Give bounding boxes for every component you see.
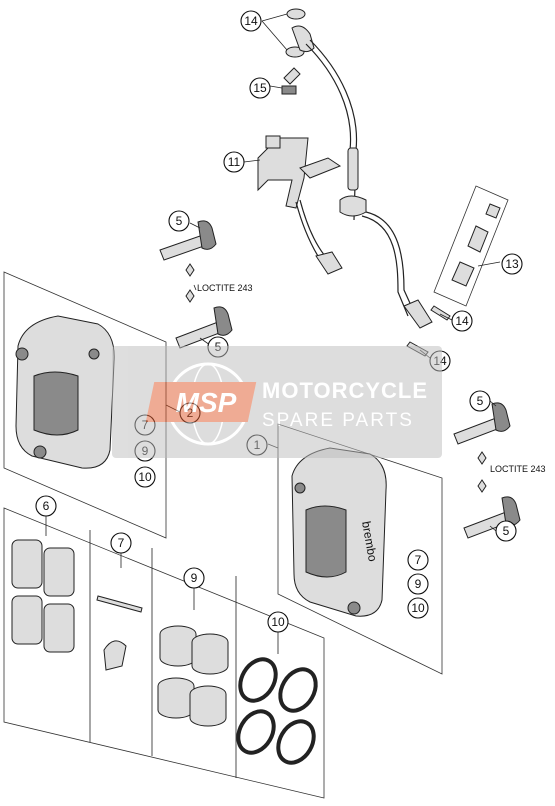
svg-text:11: 11 (228, 155, 241, 169)
caliper-bolts-right (453, 400, 521, 539)
watermark-logo-icon: MSP (145, 362, 257, 446)
callout-5-right-bottom: 5 (495, 520, 517, 542)
callout-10-box: 10 (267, 611, 289, 633)
watermark-band (112, 346, 442, 458)
svg-text:6: 6 (43, 499, 50, 513)
callout-6: 6 (35, 495, 57, 517)
spare-parts-box (3, 507, 325, 799)
callout-7-box: 7 (110, 532, 132, 554)
callout-10-right: 10 (407, 597, 429, 619)
svg-text:13: 13 (505, 257, 519, 271)
svg-text:15: 15 (253, 81, 267, 95)
loctite-note-left: LOCTITE 243 (197, 283, 253, 293)
watermark: MSP MOTORCYCLE SPARE PARTS (112, 346, 442, 458)
callout-15: 15 (249, 77, 271, 99)
svg-text:LOCTITE 243: LOCTITE 243 (490, 464, 546, 474)
svg-text:5: 5 (503, 524, 510, 538)
callout-14-top: 14 (240, 10, 262, 32)
svg-text:10: 10 (271, 615, 285, 629)
svg-text:10: 10 (411, 601, 425, 615)
left-caliper-group (3, 271, 181, 539)
callout-11: 11 (223, 151, 245, 173)
callout-13: 13 (501, 253, 523, 275)
callout-5-right-top: 5 (469, 390, 491, 412)
watermark-line2: SPARE PARTS (262, 410, 414, 431)
svg-text:14: 14 (244, 14, 258, 28)
callout-5-top: 5 (168, 210, 190, 232)
svg-text:14: 14 (455, 314, 469, 328)
svg-text:9: 9 (191, 571, 198, 585)
svg-text:LOCTITE 243: LOCTITE 243 (197, 283, 253, 293)
brake-hose-assembly (243, 8, 509, 359)
svg-text:10: 10 (138, 470, 152, 484)
right-caliper-group: brembo (267, 423, 443, 675)
watermark-line1: MOTORCYCLE (262, 378, 428, 403)
svg-text:5: 5 (176, 214, 183, 228)
callout-10-left: 10 (134, 466, 156, 488)
svg-text:7: 7 (118, 536, 125, 550)
callout-9-right: 9 (407, 573, 429, 595)
callout-7-right: 7 (407, 549, 429, 571)
watermark-logo-text: MSP (176, 387, 237, 418)
callout-14-mid: 14 (451, 310, 473, 332)
svg-text:7: 7 (415, 553, 422, 567)
loctite-note-right: LOCTITE 243 (490, 464, 546, 474)
svg-text:9: 9 (415, 577, 422, 591)
svg-text:5: 5 (477, 394, 484, 408)
callout-9-box: 9 (183, 567, 205, 589)
